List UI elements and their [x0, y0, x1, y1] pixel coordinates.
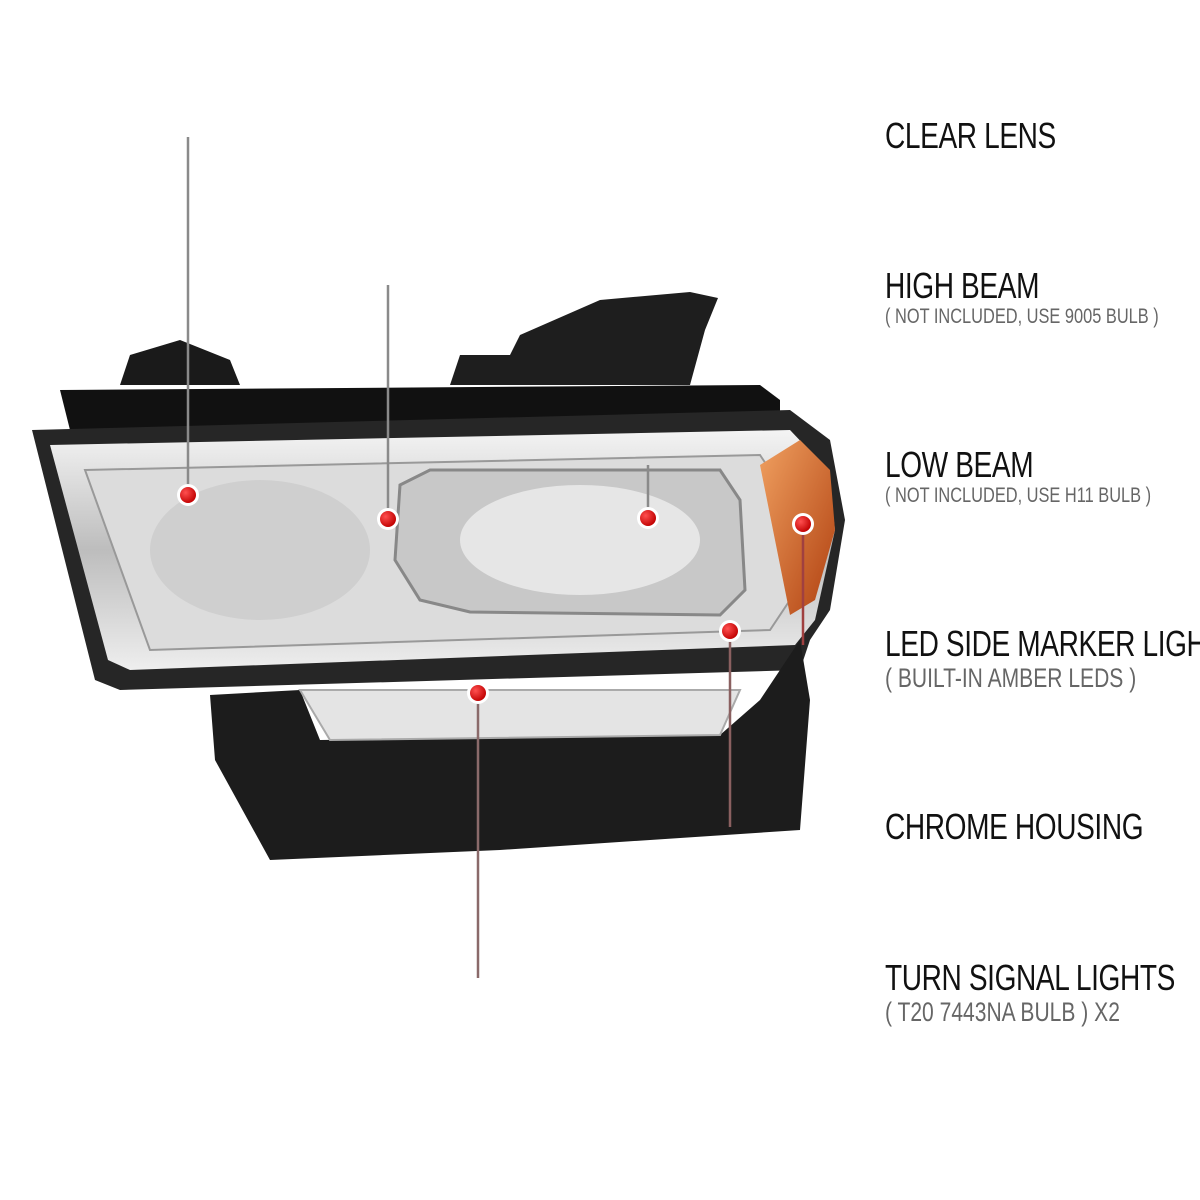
callout-clear-lens: CLEAR LENS: [885, 118, 1056, 154]
callout-note: ( NOT INCLUDED, USE 9005 BULB ): [885, 305, 1159, 328]
callout-high-beam: HIGH BEAM ( NOT INCLUDED, USE 9005 BULB …: [885, 268, 1159, 328]
dot-low-beam: [637, 507, 659, 529]
dot-led-side-marker: [792, 513, 814, 535]
callout-note: ( BUILT-IN AMBER LEDS ): [885, 663, 1137, 693]
dot-clear-lens: [177, 484, 199, 506]
callout-low-beam: LOW BEAM ( NOT INCLUDED, USE H11 BULB ): [885, 447, 1151, 507]
callout-title: CLEAR LENS: [885, 115, 1056, 156]
callout-title: LOW BEAM: [885, 444, 1034, 485]
callout-turn-signal: TURN SIGNAL LIGHTS ( T20 7443NA BULB ) X…: [885, 957, 1175, 1027]
callout-title: HIGH BEAM: [885, 265, 1040, 306]
callout-title: TURN SIGNAL LIGHTS: [885, 957, 1175, 998]
dot-high-beam: [377, 508, 399, 530]
callout-title: CHROME HOUSING: [885, 806, 1144, 847]
leader-lines: [186, 135, 868, 980]
dot-turn-signal: [467, 682, 489, 704]
headlight-product-image: [32, 292, 845, 860]
callout-note: ( NOT INCLUDED, USE H11 BULB ): [885, 484, 1152, 507]
callout-dots: [177, 484, 814, 704]
callout-title: LED SIDE MARKER LIGHT: [885, 623, 1200, 664]
dot-chrome-housing: [719, 620, 741, 642]
callout-chrome-housing: CHROME HOUSING: [885, 806, 1144, 847]
callout-led-side-marker: LED SIDE MARKER LIGHT ( BUILT-IN AMBER L…: [885, 623, 1200, 693]
callout-note: ( T20 7443NA BULB ) X2: [885, 997, 1120, 1027]
